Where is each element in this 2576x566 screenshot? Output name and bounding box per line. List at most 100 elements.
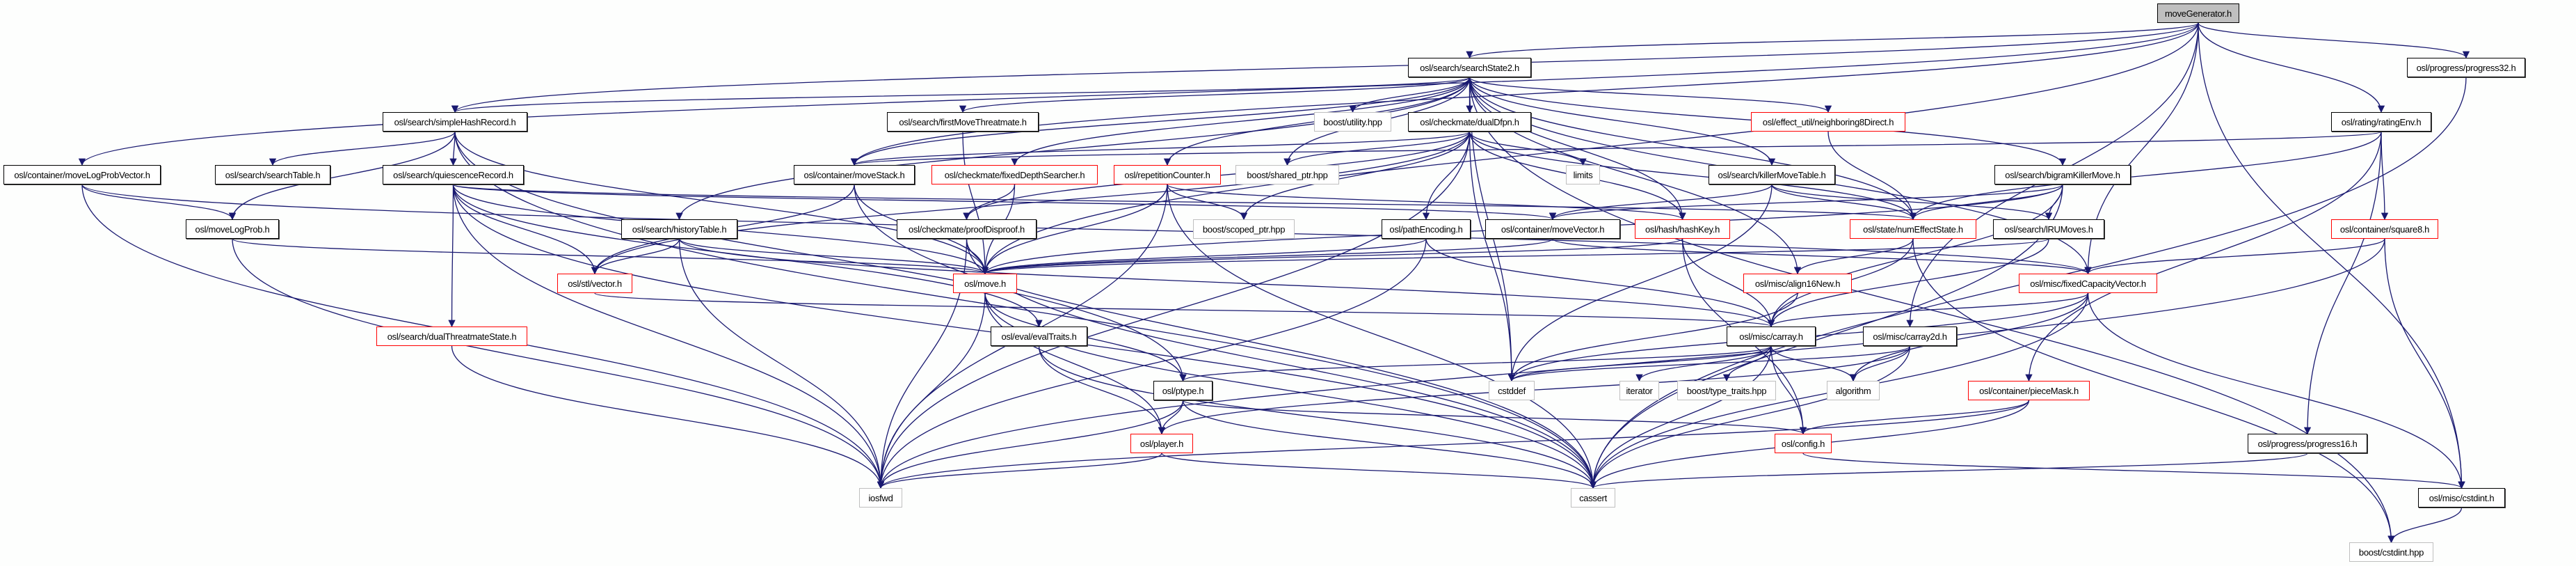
node-cstdint[interactable]: osl/misc/cstdint.h <box>2418 488 2505 508</box>
edge-dualDfpn-to-sharedPtr <box>1283 131 1471 166</box>
node-neighboring8-direct[interactable]: osl/effect_util/neighboring8Direct.h <box>1751 112 1905 132</box>
edge-searchState2-to-historyTable <box>675 77 1471 221</box>
edge-quiescenceRecord-to-iosfwd <box>452 184 885 489</box>
node-quiescence-record[interactable]: osl/search/quiescenceRecord.h <box>383 165 524 184</box>
edge-moveGenerator-to-searchState2 <box>1466 22 2199 59</box>
node-num-effect-state[interactable]: osl/state/numEffectState.h <box>1850 219 1976 239</box>
node-progress16[interactable]: osl/progress/progress16.h <box>2248 434 2367 453</box>
edge-moveVector-to-fixedCapacityVector <box>1552 238 2092 275</box>
edge-dualDfpn-to-scopedPtr <box>1240 131 1471 221</box>
node-killer-move-table[interactable]: osl/search/killerMoveTable.h <box>1709 165 1835 184</box>
edge-quiescenceRecord-to-moveVector <box>452 184 1556 221</box>
node-boost-cstdint: boost/cstdint.hpp <box>2349 542 2433 562</box>
node-hash-key[interactable]: osl/hash/hashKey.h <box>1635 219 1730 239</box>
edge-evalTraits-to-cassert <box>1038 345 1597 489</box>
edge-square8-to-fixedCapacityVector <box>2084 238 2385 275</box>
node-history-table[interactable]: osl/search/historyTable.h <box>621 219 737 239</box>
edge-move-to-iosfwd <box>877 292 986 489</box>
node-carray[interactable]: osl/misc/carray.h <box>1727 327 1816 346</box>
edge-evalTraits-to-player <box>1038 345 1166 435</box>
node-iterator: iterator <box>1619 381 1659 400</box>
edge-fixedCapacityVector-to-cstdint <box>2087 292 2465 489</box>
edge-killerMoveTable-to-numEffectState <box>1771 184 1917 221</box>
edge-searchState2-to-moveStack <box>850 77 1471 166</box>
edge-searchState2-to-fixedDepthSearcher <box>1011 77 1471 166</box>
edge-dualDfpn-to-numEffectState <box>1469 131 1917 221</box>
edge-killerMoveTable-to-cstddef <box>1507 184 1773 382</box>
edge-moveGenerator-to-cstdint <box>2198 22 2465 489</box>
edge-searchState2-to-boostUtility <box>1349 77 1471 113</box>
edge-repetitionCounter-to-move <box>981 184 1168 275</box>
node-move-generator: moveGenerator.h <box>2157 3 2239 23</box>
node-move-log-prob[interactable]: osl/moveLogProb.h <box>186 219 279 239</box>
edge-killerMoveTable-to-lruMoves <box>1771 184 2053 221</box>
node-move-vector[interactable]: osl/container/moveVector.h <box>1485 219 1620 239</box>
edge-square8-to-iosfwd <box>877 238 2385 489</box>
node-scoped-ptr: boost/scoped_ptr.hpp <box>1193 219 1295 239</box>
node-boost-utility: boost/utility.hpp <box>1314 112 1391 132</box>
node-ptype[interactable]: osl/ptype.h <box>1153 381 1213 400</box>
node-align16-new[interactable]: osl/misc/align16New.h <box>1743 274 1852 293</box>
node-rating-env[interactable]: osl/rating/ratingEnv.h <box>2331 112 2431 132</box>
node-dual-threatmate-state[interactable]: osl/search/dualThreatmateState.h <box>376 327 527 346</box>
node-limits: limits <box>1566 165 1600 184</box>
node-config[interactable]: osl/config.h <box>1775 434 1832 453</box>
edge-hashKey-to-move <box>982 238 1683 275</box>
edge-repetitionCounter-to-hashKey <box>1167 184 1686 221</box>
edge-moveStack-to-cassert <box>854 184 1597 489</box>
node-search-table[interactable]: osl/search/searchTable.h <box>215 165 330 184</box>
node-eval-traits[interactable]: osl/eval/evalTraits.h <box>991 327 1087 346</box>
edge-simpleHashRecord-to-moveLogProb <box>228 131 456 221</box>
edge-ratingEnv-to-moveStack <box>851 131 2382 166</box>
edge-dualDfpn-to-moveStack <box>851 131 1471 166</box>
edge-searchState2-to-numEffectState <box>1469 77 1917 221</box>
edge-ptype-to-cassert <box>1182 400 1597 489</box>
edge-numEffectState-to-boostCstdint <box>1912 238 2395 544</box>
node-cstddef: cstddef <box>1489 381 1535 400</box>
edge-dualDfpn-to-pathEncoding <box>1422 131 1471 221</box>
node-path-encoding[interactable]: osl/pathEncoding.h <box>1382 219 1471 239</box>
edge-align16New-to-cstddef <box>1507 292 1798 382</box>
node-fixed-capacity-vector[interactable]: osl/misc/fixedCapacityVector.h <box>2019 274 2157 293</box>
node-type-traits: boost/type_traits.hpp <box>1677 381 1776 400</box>
node-player[interactable]: osl/player.h <box>1130 434 1193 453</box>
node-first-move-threatmate[interactable]: osl/search/firstMoveThreatmate.h <box>887 112 1039 132</box>
edge-searchState2-to-firstMoveThreatmate <box>959 77 1471 113</box>
edge-player-to-iosfwd <box>877 453 1162 489</box>
edge-repetitionCounter-to-scopedPtr <box>1167 184 1248 221</box>
node-move[interactable]: osl/move.h <box>953 274 1017 293</box>
node-dual-dfpn[interactable]: osl/checkmate/dualDfpn.h <box>1408 112 1531 132</box>
node-shared-ptr: boost/shared_ptr.hpp <box>1235 165 1339 184</box>
node-lru-moves[interactable]: osl/search/lRUMoves.h <box>1993 219 2104 239</box>
edge-moveGenerator-to-fixedCapacityVector <box>2084 22 2199 275</box>
node-search-state2[interactable]: osl/search/searchState2.h <box>1408 58 1531 77</box>
node-simple-hash-record[interactable]: osl/search/simpleHashRecord.h <box>383 112 527 132</box>
edge-moveVector-to-move <box>982 238 1553 275</box>
edge-moveLogProb-to-move <box>232 238 989 275</box>
node-bigram-killer-move[interactable]: osl/search/bigramKillerMove.h <box>1994 165 2131 184</box>
edge-moveLogProbVector-to-moveLogProb <box>81 184 237 221</box>
edge-quiescenceRecord-to-stlVector <box>452 184 599 275</box>
node-fixed-depth-searcher[interactable]: osl/checkmate/fixedDepthSearcher.h <box>931 165 1098 184</box>
edge-pathEncoding-to-move <box>982 238 1427 275</box>
edge-lruMoves-to-carray <box>1767 238 2049 328</box>
edge-carray2d-to-algorithm <box>1849 345 1911 382</box>
node-square8[interactable]: osl/container/square8.h <box>2331 219 2438 239</box>
edge-quiescenceRecord-to-dualThreatmateState <box>448 184 456 328</box>
node-stl-vector[interactable]: osl/stl/vector.h <box>557 274 632 293</box>
edge-fixedCapacityVector-to-algorithm <box>1849 292 2089 382</box>
node-progress32[interactable]: osl/progress/progress32.h <box>2407 58 2525 77</box>
edge-carray2d-to-cassert <box>1589 345 1911 489</box>
node-move-log-prob-vector[interactable]: osl/container/moveLogProbVector.h <box>3 165 161 184</box>
node-proof-disproof[interactable]: osl/checkmate/proofDisproof.h <box>897 219 1037 239</box>
edge-searchState2-to-hashKey <box>1469 77 1686 221</box>
node-piece-mask[interactable]: osl/container/pieceMask.h <box>1968 381 2090 400</box>
edge-fixedCapacityVector-to-carray <box>1767 292 2089 328</box>
edge-pieceMask-to-iosfwd <box>877 400 2030 489</box>
node-carray2d[interactable]: osl/misc/carray2d.h <box>1863 327 1957 346</box>
edge-carray-to-cstddef <box>1507 345 1772 382</box>
node-algorithm: algorithm <box>1827 381 1880 400</box>
edge-moveGenerator-to-ratingEnv <box>2198 22 2385 113</box>
node-repetition-counter[interactable]: osl/repetitionCounter.h <box>1114 165 1221 184</box>
node-move-stack[interactable]: osl/container/moveStack.h <box>794 165 915 184</box>
